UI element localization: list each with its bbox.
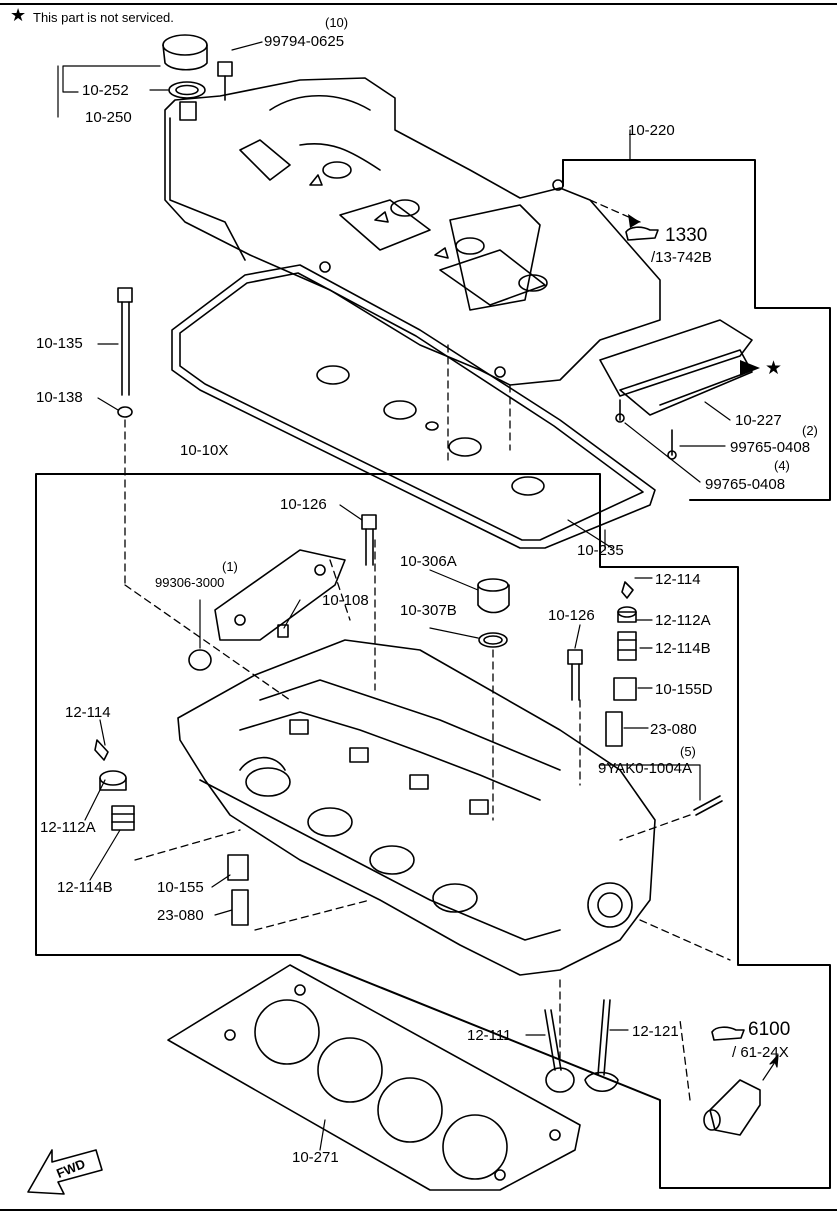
pointer-arrows: [628, 214, 760, 376]
label-10-108: 10-108: [322, 592, 369, 609]
cylinder-head: [177, 639, 656, 976]
oil-filler-cap: [162, 34, 208, 121]
ref-13-742b: /13-742B: [651, 249, 712, 266]
cam-plug: [477, 578, 510, 648]
cover-bolt: [217, 61, 233, 101]
label-9yak0-1004a: 9YAK0-1004A: [598, 760, 692, 777]
label-99794-0625: 99794-0625: [264, 33, 345, 50]
label-10-126-top: 10-126: [280, 496, 327, 513]
bracket-bolts: [615, 399, 677, 460]
cover-gasket: [171, 264, 656, 549]
label-23-080-left: 23-080: [157, 907, 204, 924]
leader-lines: [57, 41, 779, 1151]
label-99765-0408-a: 99765-0408: [730, 439, 811, 456]
head-gasket: [167, 964, 581, 1191]
label-10-138: 10-138: [36, 389, 83, 406]
label-12-114b-left: 12-114B: [57, 879, 113, 896]
insulator-bracket: [599, 319, 753, 416]
label-10-235: 10-235: [577, 542, 624, 559]
label-12-114-right: 12-114: [655, 571, 701, 588]
label-10-155d: 10-155D: [655, 681, 713, 698]
label-qty-5: (5): [680, 744, 696, 759]
dowel-plug: [188, 624, 289, 671]
frame-lines: [0, 3, 837, 1211]
label-12-112a-left: 12-112A: [40, 819, 96, 836]
label-12-112a-right: 12-112A: [655, 612, 711, 629]
camshaft-cap: [214, 549, 346, 641]
label-10-126-right: 10-126: [548, 607, 595, 624]
label-99765-0408-b: 99765-0408: [705, 476, 786, 493]
label-qty-2: (2): [802, 423, 818, 438]
valve-train-left: [94, 739, 249, 926]
label-10-306a: 10-306A: [400, 553, 457, 570]
ref-hand-icon: [625, 226, 745, 1041]
water-elbow: [703, 1079, 761, 1136]
label-12-114-left: 12-114: [65, 704, 111, 721]
valve-train-right: [605, 581, 723, 816]
label-23-080-right: 23-080: [650, 721, 697, 738]
unserviced-star-marker: ★: [765, 358, 783, 379]
label-10-10x: 10-10X: [180, 442, 229, 459]
ref-1330: 1330: [665, 225, 708, 246]
label-10-250: 10-250: [85, 109, 132, 126]
ref-6100: 6100: [748, 1019, 791, 1040]
valves: [544, 999, 619, 1093]
label-10-307b: 10-307B: [400, 602, 457, 619]
label-10-220: 10-220: [628, 122, 675, 139]
label-10-155: 10-155: [157, 879, 204, 896]
label-qty-1: (1): [222, 559, 238, 574]
unserviced-note: This part is not serviced.: [33, 10, 174, 25]
ref-61-24x: / 61-24X: [732, 1044, 789, 1061]
label-10-271: 10-271: [292, 1149, 339, 1166]
unserviced-star-icon: ★: [10, 5, 27, 25]
label-qty-10: (10): [325, 15, 349, 30]
fwd-arrow: [27, 1149, 103, 1195]
cylinder-head-cover: [164, 77, 661, 386]
label-12-114b-right: 12-114B: [655, 640, 711, 657]
label-99306-3000: 99306-3000: [155, 575, 225, 590]
long-cover-bolt: [117, 287, 133, 418]
head-bolts: [361, 514, 583, 701]
label-qty-4: (4): [774, 458, 790, 473]
label-12-111: 12-111: [467, 1027, 512, 1044]
label-10-227: 10-227: [735, 412, 782, 429]
label-10-252: 10-252: [82, 82, 129, 99]
label-12-121: 12-121: [632, 1023, 679, 1040]
label-10-135: 10-135: [36, 335, 83, 352]
reference-lines: [124, 199, 731, 1101]
